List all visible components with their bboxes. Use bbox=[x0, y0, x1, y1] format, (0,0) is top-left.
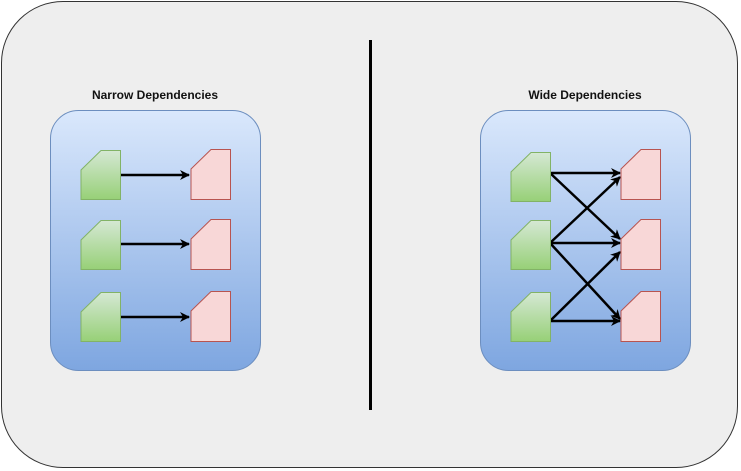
narrow-parent-partition-3 bbox=[80, 292, 121, 342]
narrow-parent-partition-2 bbox=[80, 220, 121, 270]
wide-arrow-2-3 bbox=[549, 242, 621, 320]
wide-parent-partition-2 bbox=[510, 220, 551, 270]
wide-child-partition-3 bbox=[620, 291, 661, 342]
wide-dependencies-title: Wide Dependencies bbox=[528, 88, 642, 102]
narrow-child-partition-1 bbox=[190, 149, 231, 200]
wide-arrow-1-2 bbox=[549, 172, 621, 240]
narrow-child-partition-3 bbox=[190, 291, 231, 342]
narrow-parent-partition-1 bbox=[80, 150, 121, 200]
wide-child-partition-1 bbox=[620, 149, 661, 200]
narrow-child-partition-2 bbox=[190, 219, 231, 270]
narrow-dependencies-title: Narrow Dependencies bbox=[91, 88, 219, 102]
wide-parent-partition-1 bbox=[510, 152, 551, 202]
wide-parent-partition-3 bbox=[510, 292, 551, 342]
wide-arrow-2-1 bbox=[549, 176, 621, 244]
wide-arrow-3-2 bbox=[549, 251, 621, 322]
wide-child-partition-2 bbox=[620, 219, 661, 270]
